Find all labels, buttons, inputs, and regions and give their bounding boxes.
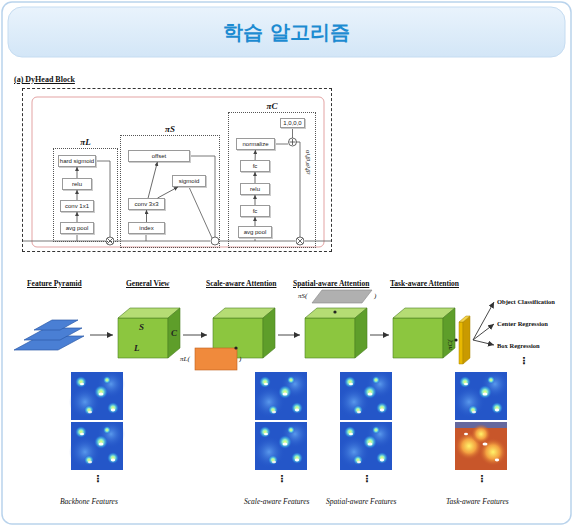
- wires: [22, 128, 332, 241]
- title-text: 학습 알고리즘: [8, 7, 565, 57]
- layer-box: normalize: [236, 138, 275, 150]
- connector-arrow: [255, 217, 256, 226]
- axis-letter: S: [139, 322, 144, 332]
- layer-name: offset: [152, 153, 167, 159]
- layer-box: offset: [128, 150, 190, 162]
- ellipsis: ⋮: [477, 473, 487, 484]
- layer-box: relu: [240, 183, 270, 195]
- title-banner: [8, 7, 565, 57]
- function-label: ): [374, 292, 376, 300]
- layer-box: fc: [240, 160, 270, 172]
- block-heading: (a) DyHead Block: [14, 75, 75, 84]
- layer-box: fc: [240, 205, 270, 217]
- feature-cubes: [118, 308, 455, 358]
- layer-name: sigmoid: [179, 178, 200, 184]
- ellipsis: ⋮: [519, 355, 529, 366]
- layer-box: relu: [62, 178, 92, 190]
- layer-name: normalize: [242, 141, 268, 147]
- parameter-label: α¹,β¹,α²,β²: [305, 150, 311, 174]
- stage-heading: Task-aware Attention: [390, 279, 459, 288]
- layer-name: avg pool: [66, 225, 89, 231]
- function-label: πL(: [180, 355, 190, 363]
- layer-box: avg pool: [238, 226, 272, 238]
- layer-box: hard sigmoid: [58, 155, 96, 167]
- ellipsis: ⋮: [362, 473, 372, 484]
- connector-arrow: [255, 172, 256, 183]
- function-label: ): [239, 355, 241, 363]
- stage-heading: Scale-aware Attention: [206, 279, 276, 288]
- layer-box: conv 3x3: [128, 198, 165, 210]
- connector-arrow: [148, 162, 157, 198]
- layer-name: relu: [250, 186, 260, 192]
- layer-name: fc: [253, 208, 258, 214]
- connector-arrow: [77, 212, 78, 222]
- layer-box: index: [128, 222, 165, 234]
- connector-arrow: [158, 187, 178, 198]
- connector-arrow: [255, 195, 256, 205]
- output-task: Center Regression: [497, 320, 548, 327]
- stage-heading: Feature Pyramid: [27, 279, 82, 288]
- layer-name: relu: [72, 181, 82, 187]
- branch-heading: πC: [229, 101, 315, 111]
- function-label: πC(: [446, 339, 454, 350]
- flow-arrows: [90, 302, 494, 345]
- layer-name: fc: [253, 163, 258, 169]
- operator-symbols: [106, 138, 304, 245]
- connector-arrow: [77, 190, 78, 200]
- feature-pyramid: [14, 320, 84, 350]
- attention-maps: [195, 290, 470, 370]
- layer-box: 1,0,0,0: [280, 118, 305, 128]
- stage-heading: Spatial-aware Attention: [293, 279, 369, 288]
- image-caption: Task-aware Features: [446, 497, 509, 506]
- dyhead-block: (a) DyHead BlockπLhard sigmoidreluconv 1…: [22, 88, 332, 252]
- layer-name: index: [139, 225, 153, 231]
- axis-letter: C: [171, 328, 177, 338]
- image-caption: Spatial-aware Features: [326, 497, 396, 506]
- layer-name: conv 1x1: [65, 203, 89, 209]
- output-task: Object Classification: [497, 298, 555, 305]
- branch-heading: πS: [121, 124, 219, 134]
- connector-arrow: [146, 210, 147, 222]
- function-label: πS(: [298, 292, 307, 300]
- ellipsis: ⋮: [277, 473, 287, 484]
- stage-heading: General View: [126, 279, 170, 288]
- layer-name: 1,0,0,0: [283, 120, 301, 126]
- block-frame: [32, 97, 324, 247]
- layer-box: conv 1x1: [60, 200, 94, 212]
- output-task: Box Regression: [497, 342, 540, 349]
- attention-branch: πSoffsetsigmoidconv 3x3index: [120, 135, 220, 248]
- image-caption: Scale-aware Features: [244, 497, 309, 506]
- layer-name: conv 3x3: [134, 201, 158, 207]
- attention-branch: πLhard sigmoidreluconv 1x1avg pool: [53, 148, 118, 242]
- attention-branch: πC1,0,0,0normalizefcrelufcavg pool: [228, 112, 316, 248]
- branch-heading: πL: [54, 137, 117, 147]
- connector-arrow: [255, 150, 256, 160]
- layer-box: sigmoid: [172, 175, 206, 187]
- heatmap-images: [69, 370, 509, 470]
- layer-name: hard sigmoid: [60, 158, 94, 164]
- ellipsis: ⋮: [93, 473, 103, 484]
- axis-letter: L: [134, 343, 140, 353]
- connector-arrow: [77, 167, 78, 178]
- layer-box: avg pool: [60, 222, 94, 234]
- image-caption: Backbone Features: [60, 497, 118, 506]
- layer-name: avg pool: [244, 229, 267, 235]
